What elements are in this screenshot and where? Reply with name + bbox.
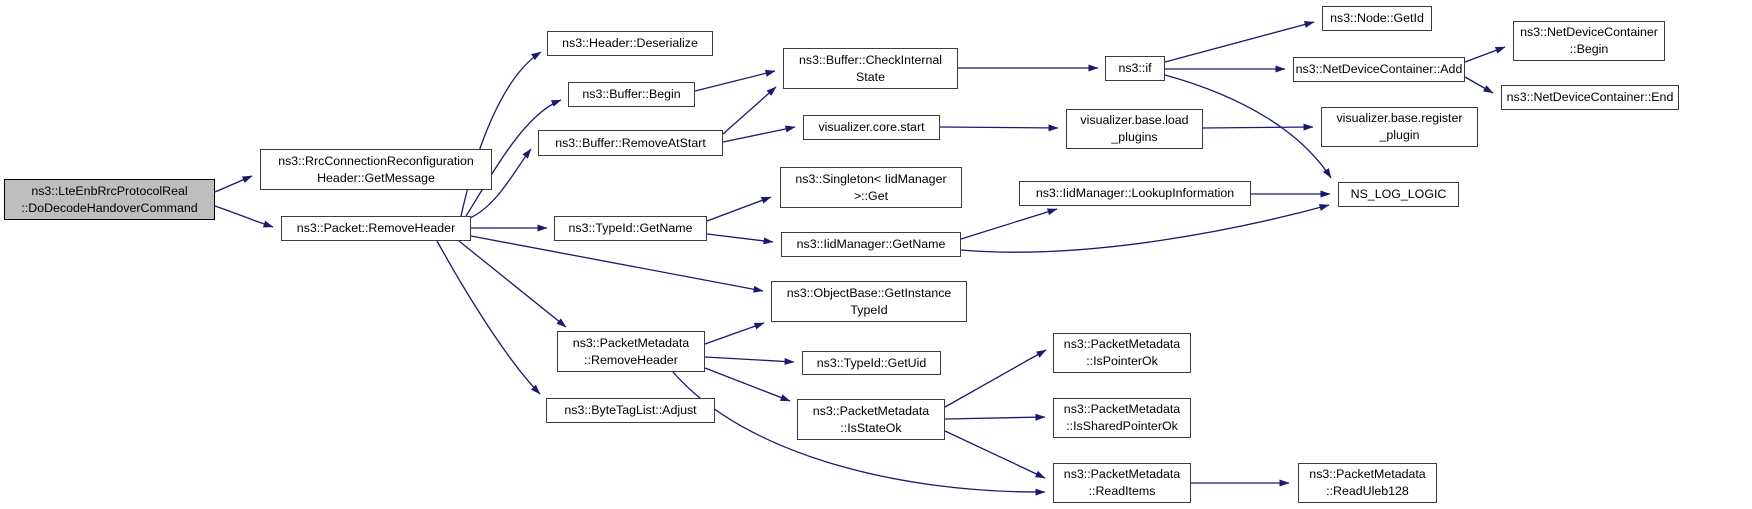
edge-ndc-add-to-ndc-begin — [1464, 46, 1506, 63]
edge-iid-manager-get-name-to-ns-log-logic — [960, 204, 1330, 253]
node-packetmetadata-removeheader[interactable]: ns3::PacketMetadata ::RemoveHeader — [557, 331, 705, 372]
node-buffer-checkinternalstate[interactable]: ns3::Buffer::CheckInternal State — [783, 48, 958, 89]
node-lteenbrrcprotocolreal-dodecodehandovercommand: ns3::LteEnbRrcProtocolReal ::DoDecodeHan… — [4, 179, 215, 220]
edge-packet-remove-header-to-pm-remove-header — [458, 240, 567, 328]
edge-root-to-packet-remove-header — [214, 205, 274, 228]
edge-iid-manager-get-name-to-lookup-information — [960, 208, 1058, 240]
edge-buffer-begin-to-check-internal-state — [694, 69, 776, 92]
node-node-getid[interactable]: ns3::Node::GetId — [1322, 6, 1432, 31]
node-buffer-begin[interactable]: ns3::Buffer::Begin — [568, 82, 695, 107]
edge-pm-remove-header-to-typeid-get-uid — [704, 356, 795, 365]
node-buffer-removeatstart[interactable]: ns3::Buffer::RemoveAtStart — [538, 130, 723, 156]
node-netdevicecontainer-add[interactable]: ns3::NetDeviceContainer::Add — [1293, 57, 1465, 82]
edge-is-state-ok-to-read-items — [944, 430, 1046, 479]
node-netdevicecontainer-end[interactable]: ns3::NetDeviceContainer::End — [1501, 85, 1679, 110]
node-ns-log-logic[interactable]: NS_LOG_LOGIC — [1338, 182, 1459, 207]
node-rrcconnectionreconfigurationheader-getmessage[interactable]: ns3::RrcConnectionReconfiguration Header… — [260, 149, 492, 190]
node-netdevicecontainer-begin[interactable]: ns3::NetDeviceContainer ::Begin — [1513, 21, 1665, 61]
node-packetmetadata-isstateok[interactable]: ns3::PacketMetadata ::IsStateOk — [797, 399, 945, 440]
node-typeid-getuid[interactable]: ns3::TypeId::GetUid — [802, 351, 941, 375]
node-visualizer-base-load-plugins[interactable]: visualizer.base.load _plugins — [1066, 109, 1203, 149]
edge-if-to-ns-log-logic — [1164, 74, 1332, 179]
edge-packet-remove-header-to-buffer-remove-at-start — [469, 148, 532, 219]
edge-is-state-ok-to-is-pointer-ok — [944, 349, 1047, 408]
edge-visualizer-core-start-to-load-plugins — [939, 124, 1059, 132]
edge-pm-remove-header-to-get-instance-type-id — [704, 322, 765, 345]
node-bytetaglist-adjust[interactable]: ns3::ByteTagList::Adjust — [546, 398, 715, 423]
node-packetmetadata-readuleb128[interactable]: ns3::PacketMetadata ::ReadUleb128 — [1298, 463, 1437, 503]
node-iidmanager-lookupinformation[interactable]: ns3::IidManager::LookupInformation — [1019, 181, 1251, 206]
edge-packet-remove-header-to-get-instance-type-id — [470, 235, 764, 293]
edge-packet-remove-header-to-byte-tag-list-adjust — [436, 240, 541, 395]
edge-ndc-add-to-ndc-end — [1464, 76, 1494, 94]
node-ns3-if[interactable]: ns3::if — [1105, 56, 1165, 81]
edge-buffer-remove-at-start-to-visualizer-core-start — [722, 125, 796, 143]
edge-if-to-node-get-id — [1164, 21, 1315, 63]
node-packet-removeheader[interactable]: ns3::Packet::RemoveHeader — [281, 216, 471, 241]
edge-pm-remove-header-to-is-state-ok — [704, 367, 791, 402]
node-typeid-getname[interactable]: ns3::TypeId::GetName — [554, 216, 707, 241]
node-iidmanager-getname[interactable]: ns3::IidManager::GetName — [781, 232, 961, 257]
edge-buffer-remove-at-start-to-check-internal-state — [722, 86, 777, 135]
node-objectbase-getinstancetypeid[interactable]: ns3::ObjectBase::GetInstance TypeId — [771, 281, 967, 322]
node-packetmetadata-ispointerok[interactable]: ns3::PacketMetadata ::IsPointerOk — [1053, 333, 1191, 373]
node-packetmetadata-issharedpointerok[interactable]: ns3::PacketMetadata ::IsSharedPointerOk — [1053, 398, 1191, 438]
edge-typeid-get-name-to-singleton-get — [706, 196, 772, 222]
node-header-deserialize[interactable]: ns3::Header::Deserialize — [547, 31, 713, 56]
node-visualizer-base-register-plugin[interactable]: visualizer.base.register _plugin — [1321, 107, 1478, 147]
node-visualizer-core-start[interactable]: visualizer.core.start — [803, 115, 940, 140]
node-singleton-iidmanager-get[interactable]: ns3::Singleton< IidManager >::Get — [780, 167, 962, 208]
edge-load-plugins-to-register-plugin — [1202, 123, 1314, 131]
edge-root-to-get-message — [214, 175, 253, 193]
edge-is-state-ok-to-is-shared-pointer-ok — [944, 413, 1046, 421]
edge-packet-remove-header-to-buffer-begin — [465, 99, 562, 217]
node-packetmetadata-readitems[interactable]: ns3::PacketMetadata ::ReadItems — [1053, 463, 1191, 503]
edge-typeid-get-name-to-iid-manager-get-name — [706, 233, 774, 245]
